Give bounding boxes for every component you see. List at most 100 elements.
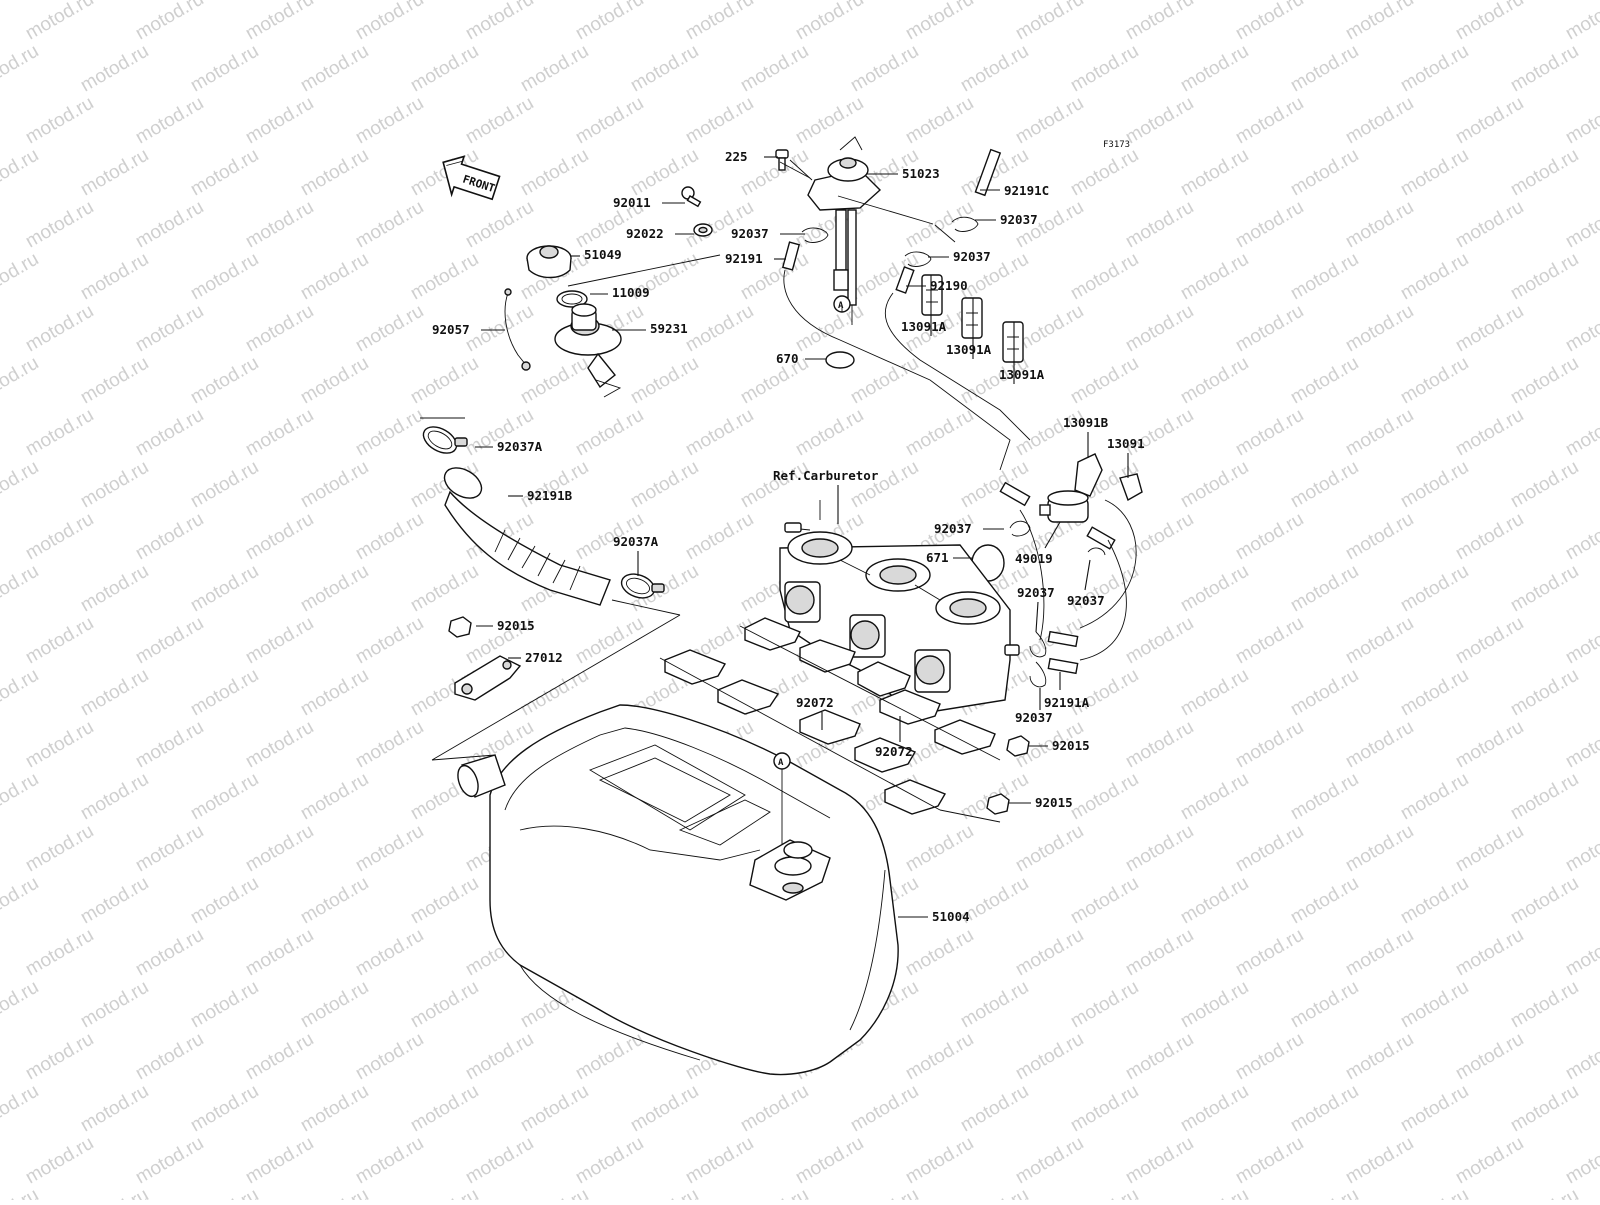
watermark-text: motod.ru — [407, 249, 482, 305]
watermark-text: motod.ru — [187, 41, 262, 97]
watermark-text: motod.ru — [0, 145, 42, 201]
watermark-text: motod.ru — [572, 1029, 647, 1085]
watermark-text: motod.ru — [1342, 0, 1417, 44]
watermark-text: motod.ru — [1012, 1029, 1087, 1085]
watermark-text: motod.ru — [242, 93, 317, 149]
watermark-text: motod.ru — [242, 0, 317, 44]
watermark-text: motod.ru — [1507, 457, 1582, 513]
watermark-text: motod.ru — [77, 41, 152, 97]
watermark-text: motod.ru — [22, 0, 97, 44]
watermark-text: motod.ru — [572, 1133, 647, 1189]
watermark-text: motod.ru — [22, 1029, 97, 1085]
watermark-text: motod.ru — [1452, 1133, 1527, 1189]
watermark-text: motod.ru — [1177, 1185, 1252, 1200]
watermark-text: motod.ru — [1397, 873, 1472, 929]
fuel-filter-drawing — [1039, 490, 1089, 523]
watermark-text: motod.ru — [1177, 873, 1252, 929]
watermark-text: motod.ru — [902, 1133, 977, 1189]
watermark-text: motod.ru — [187, 561, 262, 617]
leader-line — [1035, 601, 1039, 633]
watermark-text: motod.ru — [1177, 353, 1252, 409]
watermark-text: motod.ru — [77, 769, 152, 825]
part-label-92037: 92037 — [934, 521, 972, 536]
watermark-text: motod.ru — [1177, 249, 1252, 305]
part-label-92072: 92072 — [875, 744, 913, 759]
watermark-text: motod.ru — [77, 1185, 152, 1200]
watermark-text: motod.ru — [517, 145, 592, 201]
watermark-text: motod.ru — [1067, 353, 1142, 409]
watermark-text: motod.ru — [517, 41, 592, 97]
watermark-text: motod.ru — [132, 925, 207, 981]
watermark-text: motod.ru — [352, 717, 427, 773]
watermark-text: motod.ru — [902, 925, 977, 981]
watermark-text: motod.ru — [132, 821, 207, 877]
watermark-text: motod.ru — [0, 249, 42, 305]
watermark-text: motod.ru — [1452, 0, 1527, 44]
watermark-text: motod.ru — [1067, 977, 1142, 1033]
watermark-text: motod.ru — [1452, 197, 1527, 253]
part-label-92191c: 92191C — [1004, 183, 1049, 198]
watermark-text: motod.ru — [1012, 821, 1087, 877]
watermark-text: motod.ru — [627, 457, 702, 513]
part-label-51023: 51023 — [902, 166, 940, 181]
watermark-text: motod.ru — [1232, 197, 1307, 253]
watermark-text: motod.ru — [242, 613, 317, 669]
watermark-text: motod.ru — [1122, 925, 1197, 981]
hose-pipes-drawing — [781, 148, 1137, 675]
watermark-text: motod.ru — [1232, 1133, 1307, 1189]
part-label-92191b: 92191B — [527, 488, 573, 503]
part-label-225: 225 — [725, 149, 748, 164]
watermark-text: motod.ru — [1397, 145, 1472, 201]
watermark-text: motod.ru — [77, 665, 152, 721]
watermark-text: motod.ru — [352, 405, 427, 461]
watermark-text: motod.ru — [297, 769, 372, 825]
watermark-text: motod.ru — [0, 561, 42, 617]
watermark-text: motod.ru — [902, 1029, 977, 1085]
watermark-text: motod.ru — [902, 0, 977, 44]
watermark-text: motod.ru — [352, 197, 427, 253]
watermark-text: motod.ru — [1342, 1133, 1417, 1189]
watermark-text: motod.ru — [957, 1081, 1032, 1137]
watermark-text: motod.ru — [1507, 249, 1582, 305]
watermark-text: motod.ru — [0, 1185, 42, 1200]
watermark-text: motod.ru — [352, 509, 427, 565]
watermark-text: motod.ru — [187, 977, 262, 1033]
filler-hose-drawing — [422, 426, 665, 606]
watermark-text: motod.ru — [407, 1081, 482, 1137]
watermark-text: motod.ru — [957, 977, 1032, 1033]
gaskets-drawing — [659, 617, 1001, 815]
watermark-text: motod.ru — [517, 1081, 592, 1137]
watermark-text: motod.ru — [462, 0, 537, 44]
watermark-text: motod.ru — [407, 1185, 482, 1200]
watermark-text: motod.ru — [297, 249, 372, 305]
part-label-13091: 13091 — [1107, 436, 1145, 451]
watermark-text: motod.ru — [0, 41, 42, 97]
watermark-text: motod.ru — [682, 405, 757, 461]
part-label-92037: 92037 — [1015, 710, 1053, 725]
part-label-671: 671 — [926, 550, 949, 565]
watermark-text: motod.ru — [187, 249, 262, 305]
watermark-text: motod.ru — [1452, 613, 1527, 669]
watermark-text: motod.ru — [132, 1133, 207, 1189]
watermark-text: motod.ru — [1177, 561, 1252, 617]
watermark-text: motod.ru — [1122, 509, 1197, 565]
watermark-text: motod.ru — [242, 197, 317, 253]
watermark-text: motod.ru — [297, 353, 372, 409]
watermark-text: motod.ru — [1067, 873, 1142, 929]
watermark-text: motod.ru — [0, 1081, 42, 1137]
ref-carburetor-label: Ref.Carburetor — [773, 468, 879, 483]
watermark-text: motod.ru — [1452, 301, 1527, 357]
watermark-text: motod.ru — [407, 873, 482, 929]
watermark-text: motod.ru — [792, 1133, 867, 1189]
watermark-text: motod.ru — [1287, 769, 1362, 825]
watermark-text: motod.ru — [22, 301, 97, 357]
watermark-text: motod.ru — [1507, 665, 1582, 721]
watermark-text: motod.ru — [0, 873, 42, 929]
watermark-text: motod.ru — [1067, 145, 1142, 201]
clips-drawing — [801, 216, 1106, 688]
watermark-text: motod.ru — [77, 145, 152, 201]
watermark-text: motod.ru — [1342, 821, 1417, 877]
watermark-text: motod.ru — [1067, 249, 1142, 305]
watermark-text: motod.ru — [297, 1081, 372, 1137]
